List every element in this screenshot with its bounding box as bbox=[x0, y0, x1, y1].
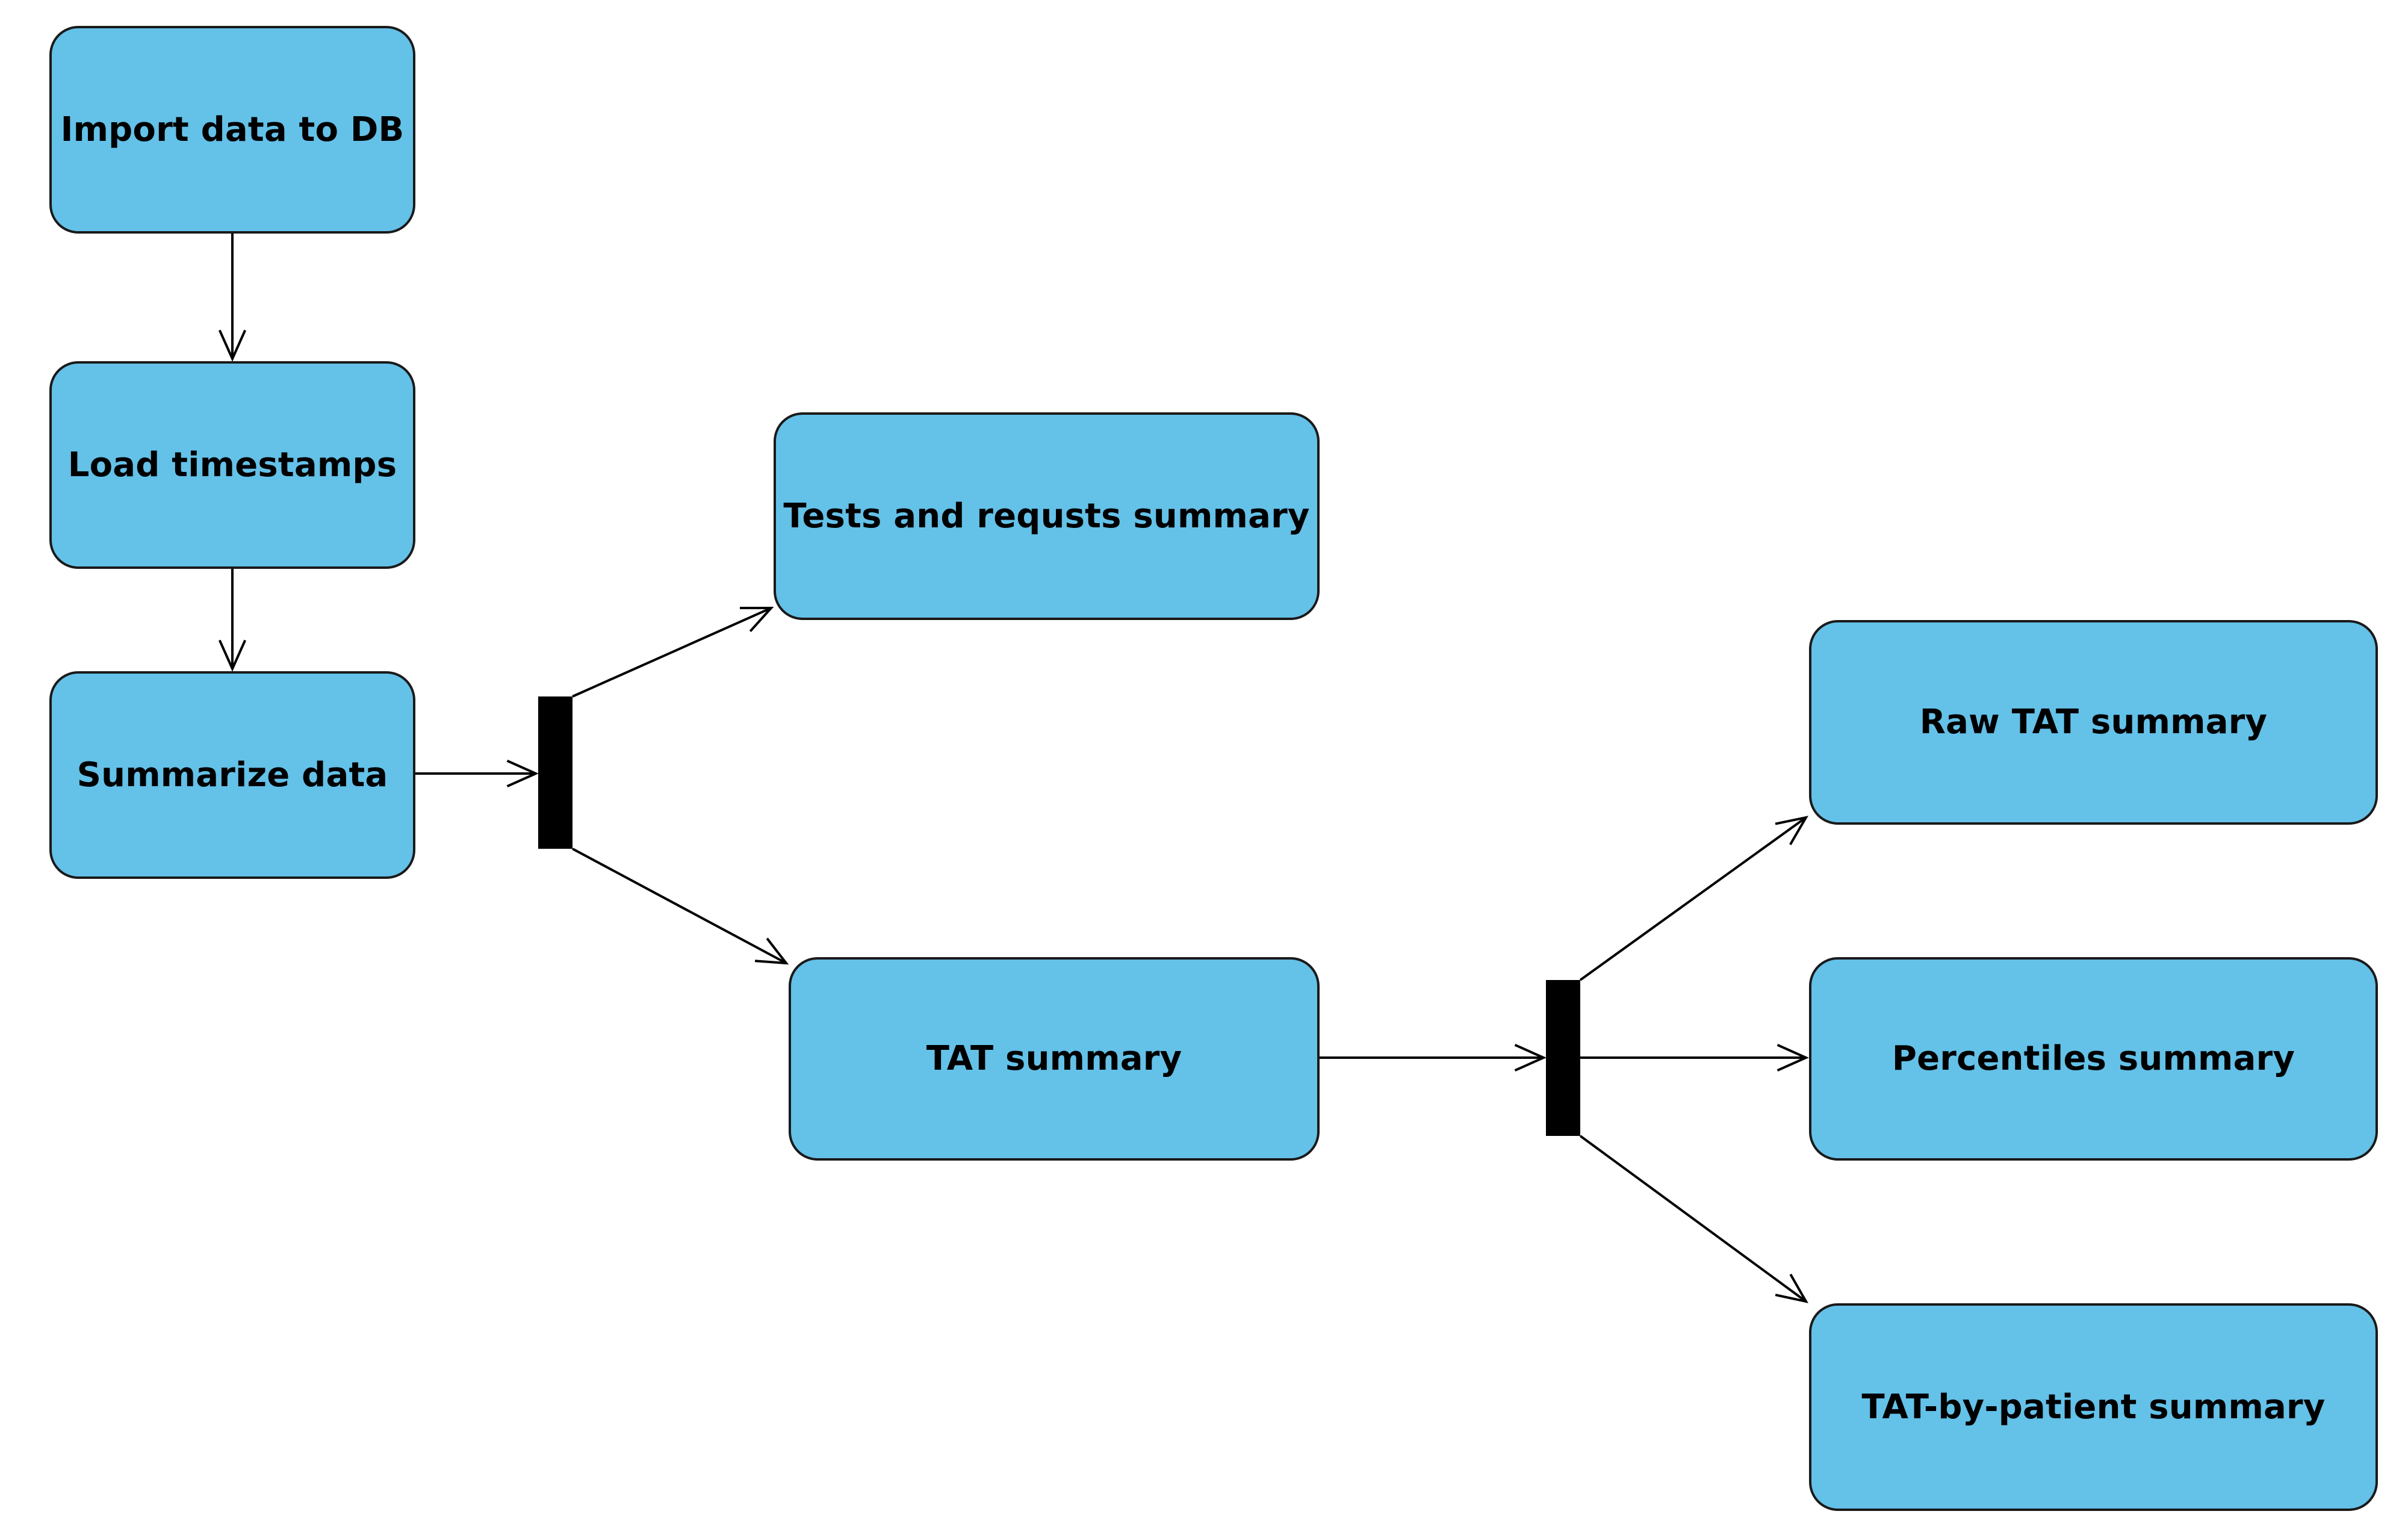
arrowhead-icon bbox=[754, 937, 789, 965]
node-import-data-to-db[interactable]: Import data to DB bbox=[49, 26, 415, 234]
arrowhead-icon bbox=[1775, 816, 1808, 845]
arrowhead-icon bbox=[739, 606, 774, 633]
arrowhead-icon bbox=[1777, 1043, 1809, 1072]
edge-line bbox=[572, 848, 787, 964]
arrowhead-icon bbox=[506, 759, 539, 788]
node-summarize-data[interactable]: Summarize data bbox=[49, 671, 415, 879]
edge-line bbox=[572, 607, 772, 698]
edge-line bbox=[1579, 1135, 1807, 1303]
edge-fork-bar-1-to-tests-requests-summary bbox=[572, 606, 774, 698]
arrowhead-icon bbox=[1514, 1043, 1547, 1072]
edge-import-data-to-db-to-load-timestamps bbox=[218, 234, 247, 362]
edge-fork-bar-2-to-tat-by-patient-summary bbox=[1579, 1135, 1808, 1303]
arrowhead-icon bbox=[218, 329, 247, 362]
node-label-tat-by-patient-summary: TAT-by-patient summary bbox=[1861, 1387, 2326, 1427]
arrowhead-icon bbox=[218, 639, 247, 672]
edge-load-timestamps-to-summarize-data bbox=[218, 569, 247, 672]
node-label-tests-and-requests-summary: Tests and requsts summary bbox=[783, 496, 1310, 536]
arrowhead-icon bbox=[1775, 1273, 1808, 1303]
node-label-load-timestamps: Load timestamps bbox=[67, 445, 397, 485]
node-tat-by-patient-summary[interactable]: TAT-by-patient summary bbox=[1809, 1303, 2378, 1511]
node-tests-and-requests-summary[interactable]: Tests and requsts summary bbox=[774, 412, 1320, 620]
edge-fork-bar-2-to-raw-tat-summary bbox=[1579, 816, 1808, 981]
edge-summarize-data-to-fork-bar-1 bbox=[415, 759, 539, 788]
edge-line bbox=[1579, 816, 1807, 981]
fork-bar-split-2 bbox=[1546, 980, 1580, 1136]
fork-bar-split-1 bbox=[538, 696, 573, 849]
edge-tat-summary-to-fork-bar-2 bbox=[1320, 1043, 1547, 1072]
edge-fork-bar-2-to-percentiles-summary bbox=[1580, 1043, 1809, 1072]
node-load-timestamps[interactable]: Load timestamps bbox=[49, 361, 415, 569]
node-label-import-data-to-db: Import data to DB bbox=[60, 110, 405, 149]
node-tat-summary[interactable]: TAT summary bbox=[789, 957, 1320, 1161]
node-label-percentiles-summary: Percentiles summary bbox=[1891, 1039, 2295, 1079]
node-label-tat-summary: TAT summary bbox=[926, 1039, 1182, 1079]
node-percentiles-summary[interactable]: Percentiles summary bbox=[1809, 957, 2378, 1161]
edge-fork-bar-1-to-tat-summary bbox=[572, 848, 789, 965]
node-label-raw-tat-summary: Raw TAT summary bbox=[1919, 703, 2268, 742]
node-label-summarize-data: Summarize data bbox=[76, 755, 388, 795]
node-raw-tat-summary[interactable]: Raw TAT summary bbox=[1809, 620, 2378, 825]
